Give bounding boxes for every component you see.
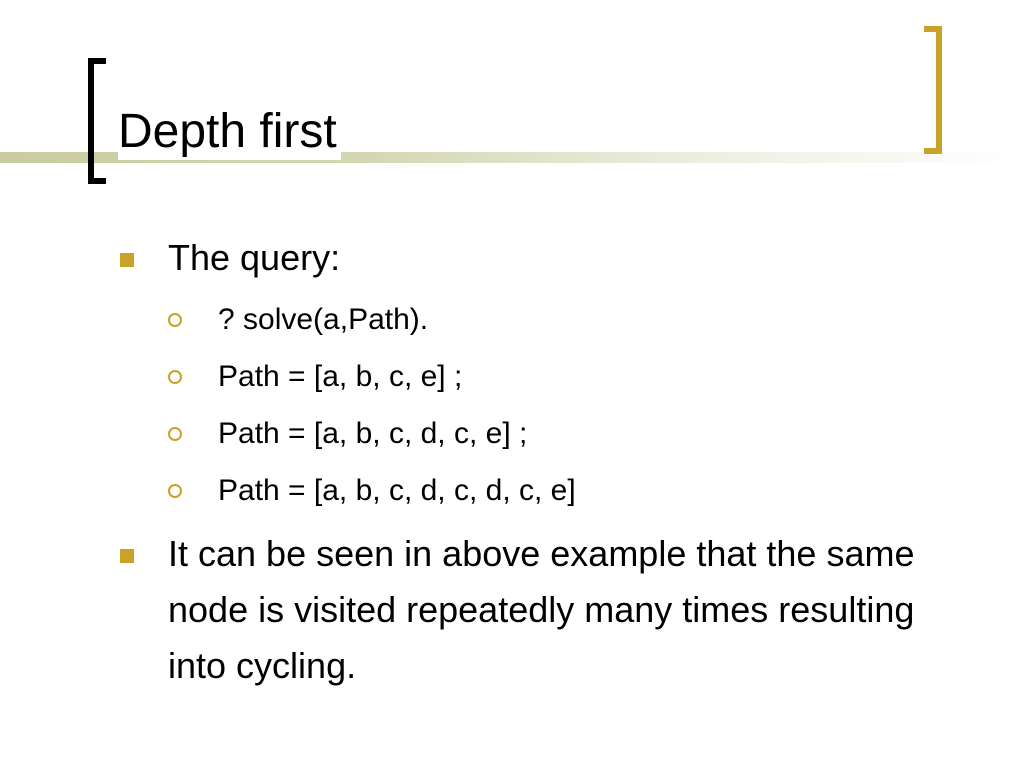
sub-bullet-text: Path = [a, b, c, d, c, e] ; [218, 417, 528, 450]
slide-title: Depth first [118, 104, 341, 160]
sub-bullet-text: Path = [a, b, c, e] ; [218, 360, 463, 393]
title-underline-bar [0, 152, 1024, 163]
sub-bullet-text: ? solve(a,Path). [218, 303, 429, 336]
circle-bullet-icon [168, 370, 182, 384]
left-bracket-decoration [88, 58, 106, 184]
bullet-text: It can be seen in above example that the… [168, 533, 915, 686]
square-bullet-icon [120, 253, 134, 267]
sub-bullet-text: Path = [a, b, c, d, c, d, c, e] [218, 474, 576, 507]
bullet-text: The query: [168, 237, 341, 278]
right-bracket-decoration [924, 26, 942, 154]
circle-bullet-icon [168, 484, 182, 498]
square-bullet-icon [120, 549, 134, 563]
circle-bullet-icon [168, 313, 182, 327]
circle-bullet-icon [168, 427, 182, 441]
